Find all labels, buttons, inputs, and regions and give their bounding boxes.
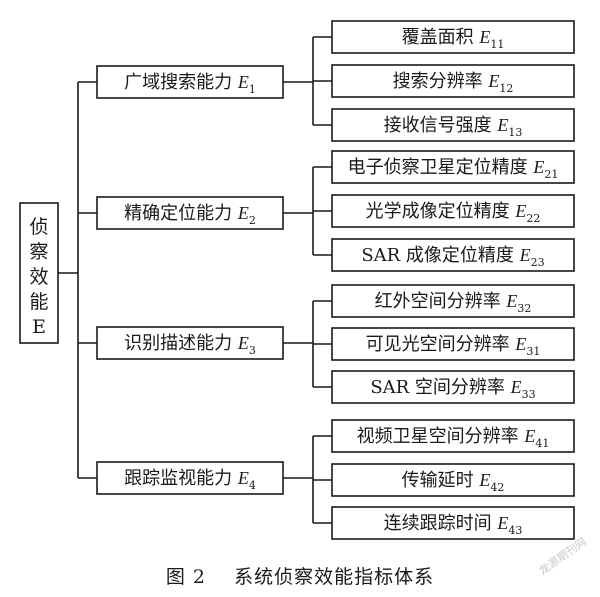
- indicator-box: [331, 238, 575, 272]
- capability-label: 识别描述能力 E3: [124, 333, 256, 357]
- indicator-box: [331, 20, 575, 54]
- indicator-label: 红外空间分辨率 E32: [375, 291, 532, 315]
- indicator-box: [331, 194, 575, 228]
- indicator-label: 连续跟踪时间 E43: [384, 513, 523, 537]
- indicator-label: SAR 成像定位精度 E23: [361, 245, 544, 269]
- indicator-label: 电子侦察卫星定位精度 E21: [348, 157, 559, 181]
- capability-label: 广域搜索能力 E1: [124, 72, 256, 96]
- capability-box: [96, 65, 284, 99]
- root-box: [19, 202, 59, 344]
- indicator-box: [331, 370, 575, 404]
- indicator-label: SAR 空间分辨率 E33: [370, 377, 535, 401]
- indicator-box: [331, 327, 575, 361]
- indicator-box: [331, 506, 575, 540]
- indicator-label: 视频卫星空间分辨率 E41: [357, 426, 550, 450]
- indicator-box: [331, 419, 575, 453]
- indicator-box: [331, 463, 575, 497]
- indicator-label: 搜索分辨率 E12: [393, 71, 514, 95]
- indicator-box: [331, 64, 575, 98]
- indicator-label: 光学成像定位精度 E22: [366, 201, 541, 225]
- indicator-box: [331, 284, 575, 318]
- indicator-box: [331, 150, 575, 184]
- indicator-label: 接收信号强度 E13: [384, 115, 523, 139]
- indicator-box: [331, 108, 575, 142]
- capability-label: 跟踪监视能力 E4: [124, 468, 256, 492]
- indicator-label: 传输延时 E42: [402, 470, 505, 494]
- indicator-label: 覆盖面积 E11: [402, 27, 505, 51]
- capability-box: [96, 461, 284, 495]
- indicator-label: 可见光空间分辨率 E31: [366, 334, 541, 358]
- capability-label: 精确定位能力 E2: [124, 203, 256, 227]
- figure-caption: 图 2 系统侦察效能指标体系: [165, 566, 435, 588]
- capability-box: [96, 196, 284, 230]
